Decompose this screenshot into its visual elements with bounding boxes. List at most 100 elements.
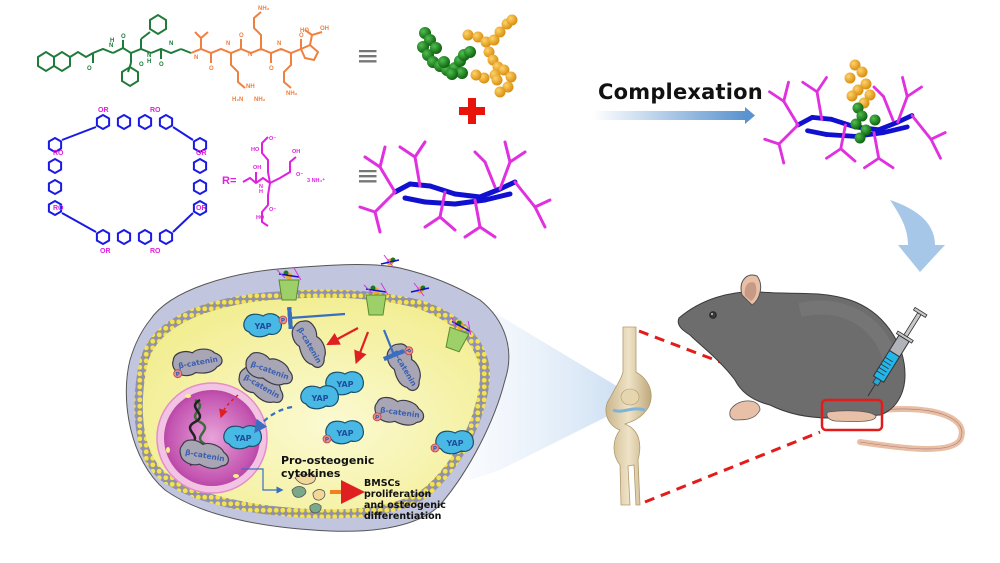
equivalence-symbol: ≡ bbox=[356, 39, 379, 72]
atom-label: H bbox=[110, 38, 114, 44]
atom-label: O bbox=[121, 34, 126, 40]
peptide-atom-sphere bbox=[488, 34, 500, 46]
nuclear-import-arrow bbox=[254, 405, 293, 434]
activation-arrow bbox=[354, 331, 370, 365]
substituent-label: RO bbox=[150, 248, 161, 255]
substituent-label: OR bbox=[98, 107, 109, 114]
substituent-label: OR bbox=[100, 248, 111, 255]
atom-label: N bbox=[194, 55, 198, 61]
peptide-3d-model bbox=[417, 14, 518, 98]
mouse-illustration bbox=[677, 274, 965, 452]
atom-label: N bbox=[109, 43, 113, 49]
receptor-icon bbox=[276, 267, 302, 301]
knee-joint bbox=[605, 326, 652, 506]
phospho-label: P bbox=[433, 446, 438, 453]
peptide-atom-sphere bbox=[849, 59, 861, 71]
phospho-label: P bbox=[404, 348, 413, 356]
peptide-atom-sphere bbox=[430, 42, 442, 54]
guanidine-h2n-label: H₂N bbox=[232, 97, 243, 103]
atom-label: N bbox=[226, 41, 230, 47]
complex-glyph bbox=[380, 254, 400, 269]
equivalence-symbol: ≡ bbox=[356, 159, 379, 192]
r-atom-label: HO bbox=[256, 215, 265, 221]
peptide-atom-sphere bbox=[506, 14, 518, 26]
plus-icon bbox=[459, 98, 485, 124]
peptide-hydrophobic-segment bbox=[37, 13, 192, 88]
peptide-atom-sphere bbox=[472, 31, 484, 43]
peptide-atom-sphere bbox=[470, 69, 482, 81]
peptide-atom-sphere bbox=[864, 89, 876, 101]
complex-glyph bbox=[410, 282, 430, 297]
r-atom-label: OH bbox=[253, 165, 261, 171]
macrocycle-rings bbox=[47, 113, 208, 246]
atom-label: O bbox=[159, 62, 164, 68]
phospho-label: P bbox=[175, 371, 181, 379]
syringe-icon bbox=[867, 306, 928, 397]
substituent-label: OR bbox=[196, 205, 207, 212]
peptide-atom-sphere bbox=[850, 118, 862, 130]
yap-label: YAP bbox=[445, 439, 463, 448]
atom-label: O bbox=[209, 66, 214, 72]
peptide-atom-sphere bbox=[502, 81, 514, 93]
guanidine-nh2-label: NH₂ bbox=[254, 97, 266, 103]
peptide-atom-sphere bbox=[462, 29, 474, 41]
atom-label: O bbox=[139, 62, 144, 68]
peptide-atom-sphere bbox=[869, 114, 881, 126]
atom-label: H bbox=[147, 59, 151, 65]
mouse-eye bbox=[709, 311, 717, 319]
yap-protein: YAP P bbox=[430, 430, 474, 455]
r-atom-label: O⁻ bbox=[269, 136, 276, 142]
complexation-label: Complexation bbox=[598, 80, 763, 104]
yap-protein: YAP bbox=[300, 385, 339, 410]
nh2-label: NH₂ bbox=[286, 91, 298, 97]
macrocycle-structure: OR RO RO OR RO OR OR RO R= OH N H HO bbox=[47, 107, 325, 255]
peptide-atom-sphere bbox=[846, 90, 858, 102]
peptide-atom-sphere bbox=[505, 71, 517, 83]
yap-label: YAP bbox=[335, 380, 353, 389]
signal-arrows bbox=[219, 306, 406, 504]
peptide-atom-sphere bbox=[438, 56, 450, 68]
peptide-atom-sphere bbox=[494, 86, 506, 98]
receptor-icon bbox=[445, 316, 472, 353]
guanidine-nh-label: NH bbox=[246, 84, 255, 90]
atom-label: O bbox=[299, 33, 304, 39]
peptide-atom-sphere bbox=[860, 78, 872, 90]
yap-label: YAP bbox=[253, 322, 271, 331]
peptide-atom-sphere bbox=[456, 67, 468, 79]
r-atom-label: H bbox=[259, 189, 263, 195]
substituent-label: OR bbox=[196, 150, 207, 157]
macrocycle-3d-model bbox=[358, 140, 552, 239]
atom-label: N bbox=[277, 41, 281, 47]
substituent-label: RO bbox=[150, 107, 161, 114]
cytokines bbox=[291, 472, 326, 514]
r-atom-label: OH bbox=[292, 149, 300, 155]
atom-label: N bbox=[169, 41, 173, 47]
pro-osteogenic-cytokines-label: Pro-osteogenic cytokines bbox=[281, 454, 375, 480]
inhibition-arrow bbox=[287, 306, 346, 330]
peptide-atom-sphere bbox=[494, 26, 506, 38]
peptide-atom-sphere bbox=[844, 72, 856, 84]
yap-label: YAP bbox=[335, 429, 353, 438]
peptide-atom-sphere bbox=[491, 74, 503, 86]
nh2-label: NH₂ bbox=[258, 6, 270, 12]
atom-label: O bbox=[269, 66, 274, 72]
peptide-atom-sphere bbox=[856, 66, 868, 78]
r-atom-label: O⁻ bbox=[296, 172, 303, 178]
peptide-atom-sphere bbox=[856, 110, 868, 122]
substituent-label: RO bbox=[53, 205, 64, 212]
injection-site-highlight bbox=[820, 398, 884, 432]
atom-label: O bbox=[87, 66, 92, 72]
atom-label: N bbox=[147, 53, 151, 59]
yap-protein: YAP P bbox=[322, 420, 364, 445]
phospho-label: P bbox=[325, 437, 330, 444]
peptide-hydrophilic-segment bbox=[190, 11, 323, 89]
counterion-label: 3 NH₄⁺ bbox=[307, 177, 325, 184]
ho-label: HO bbox=[300, 28, 309, 34]
transcription-arrow bbox=[241, 468, 284, 494]
complex-3d-model bbox=[763, 59, 947, 170]
receptor-group bbox=[276, 254, 472, 353]
